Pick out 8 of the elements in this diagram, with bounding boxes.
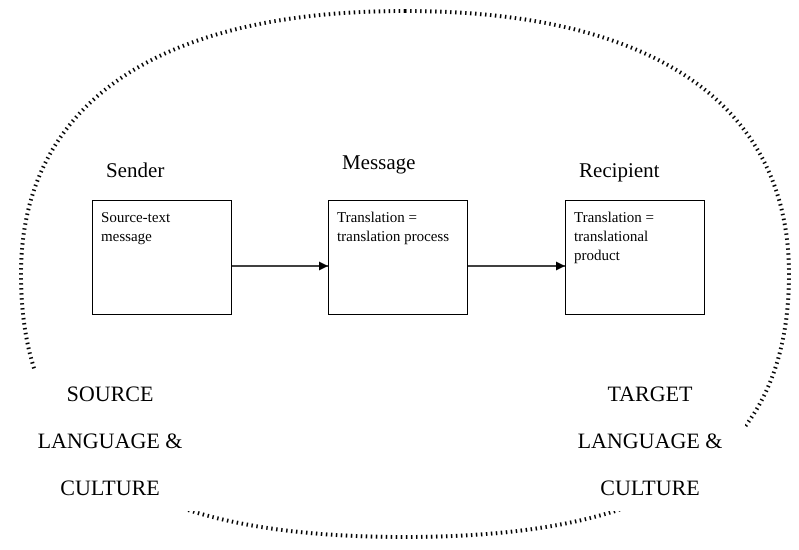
- arrow: [468, 262, 565, 270]
- box-heading: Sender: [105, 158, 164, 184]
- box-heading: Message: [341, 150, 416, 176]
- box-text: Translation = translational product: [574, 209, 655, 266]
- box-text: Source-text message: [101, 209, 172, 247]
- arrow: [232, 262, 328, 270]
- box-text: Translation = translation process: [337, 209, 450, 247]
- box-heading: Recipient: [578, 158, 660, 184]
